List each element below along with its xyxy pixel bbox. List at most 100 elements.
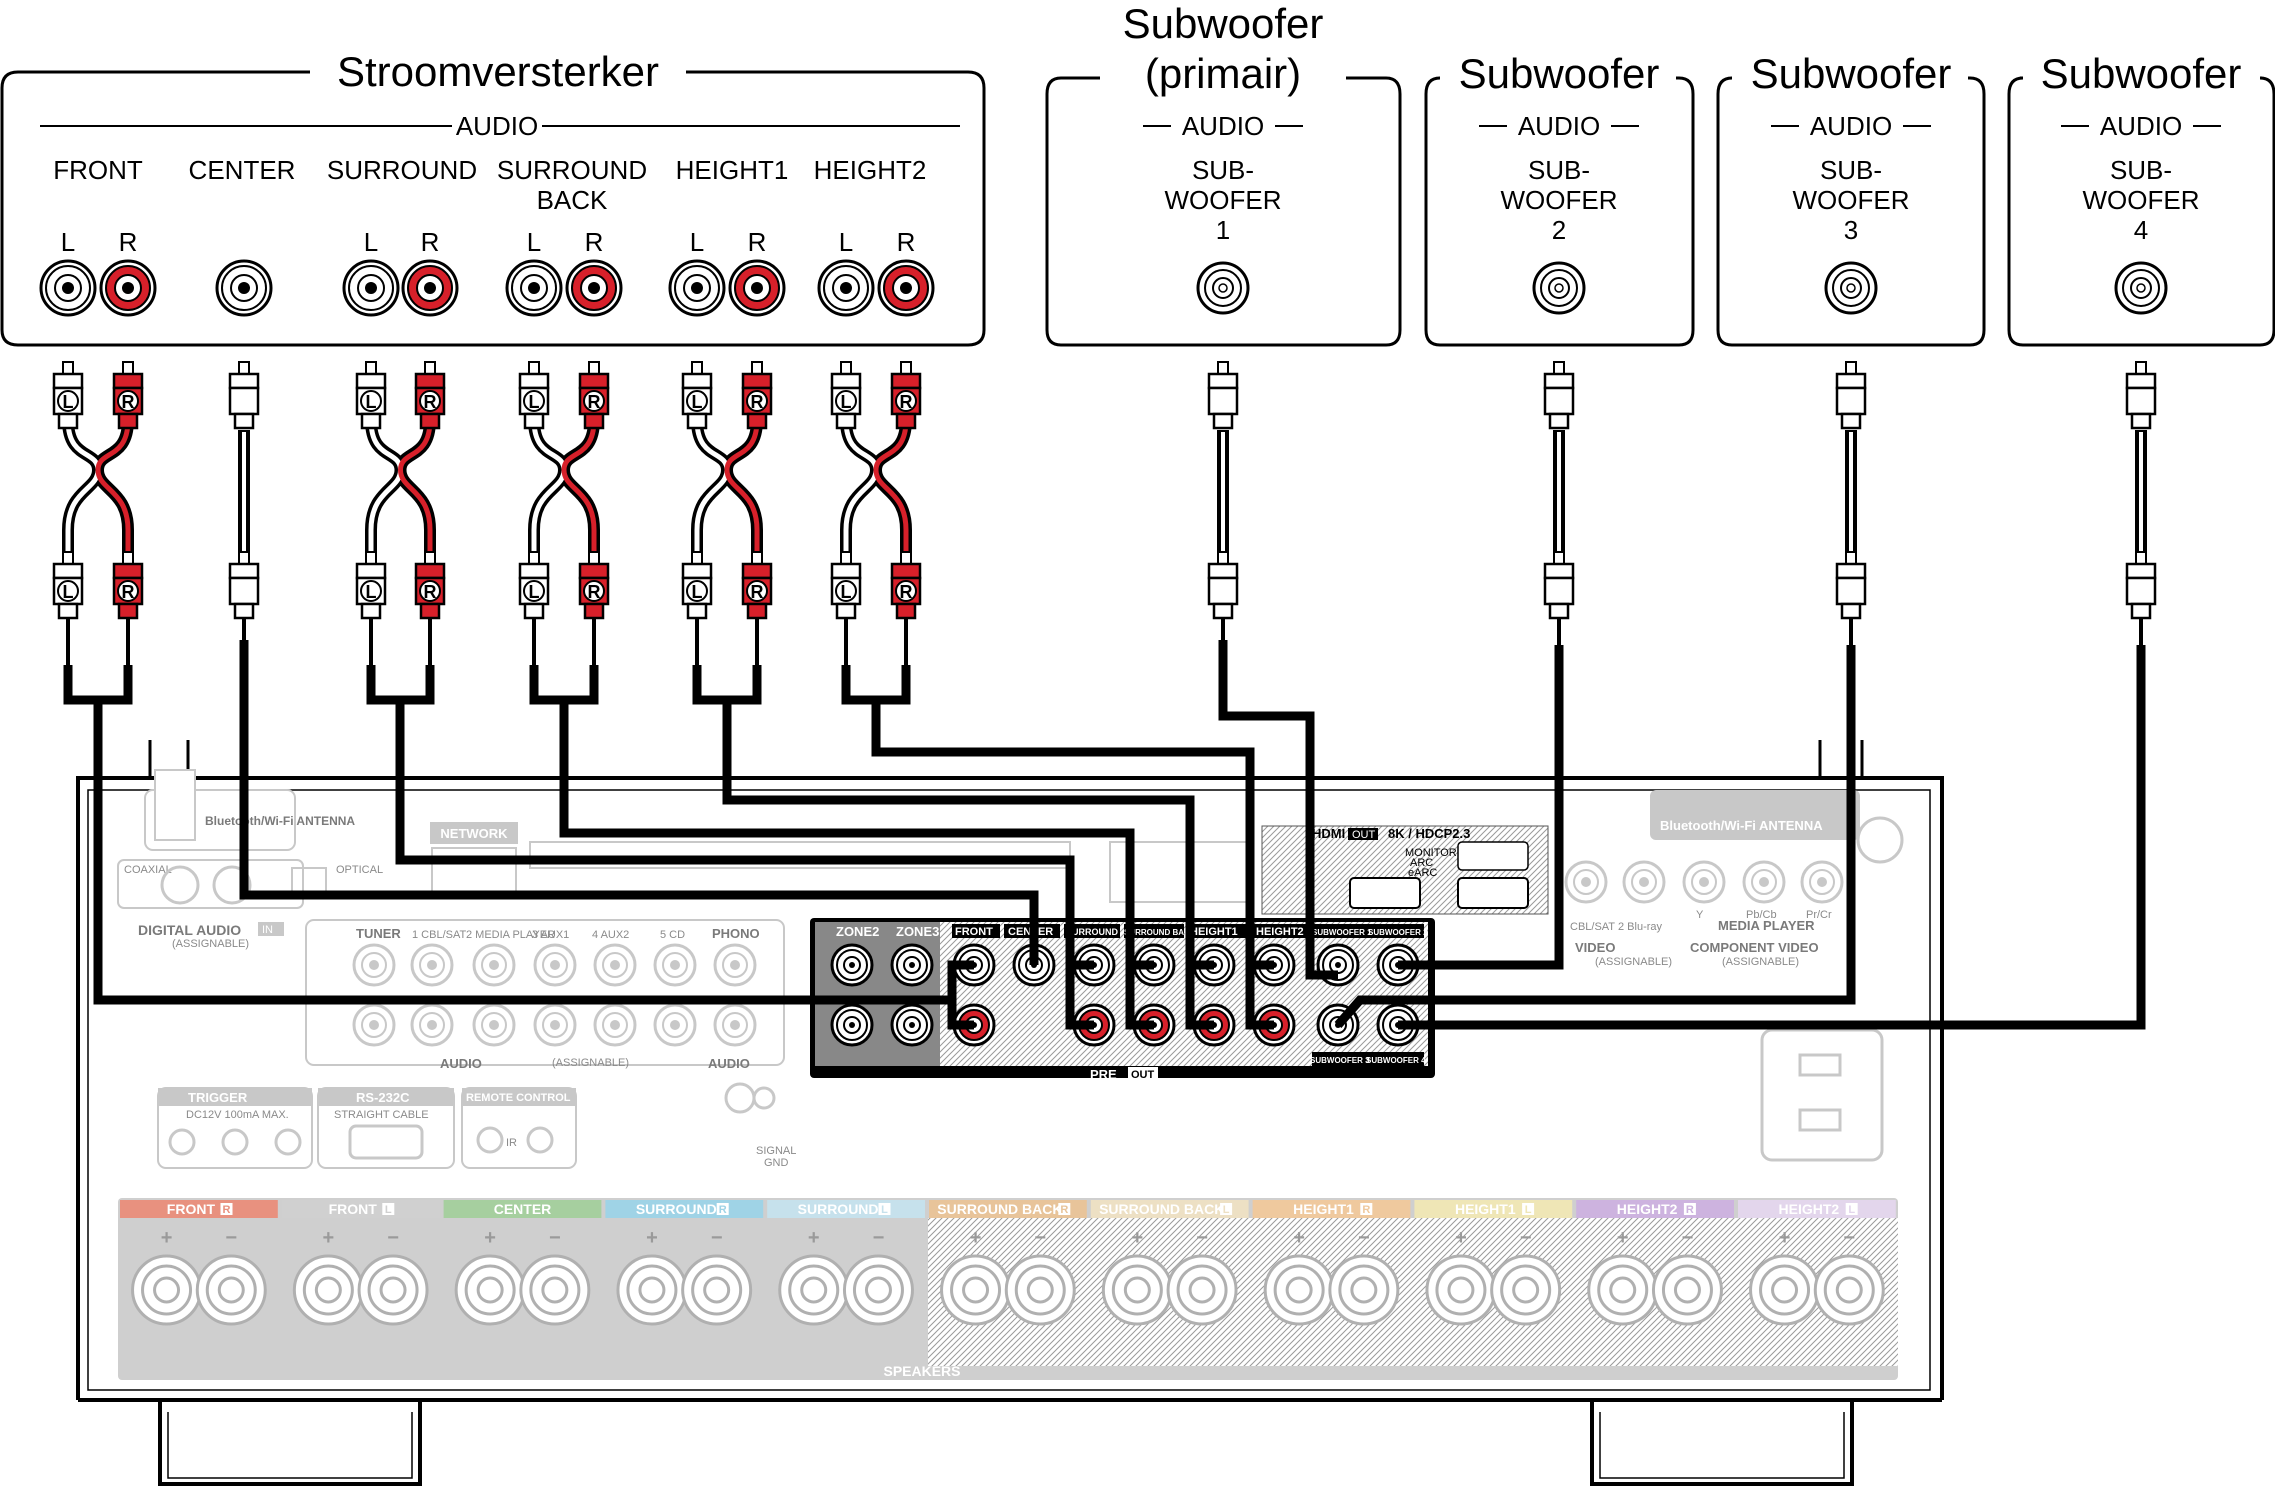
sub-cable-1-bot (1207, 551, 1239, 620)
center-cable-top (228, 361, 260, 430)
speaker-header-2 (443, 1200, 602, 1218)
speaker-header-label-7: HEIGHT1 (1293, 1201, 1354, 1217)
speaker-header-side-5: R (1060, 1204, 1068, 1216)
y-cable-4-bot-r-letter: R (900, 582, 913, 602)
speaker-sign-9-1: − (1682, 1227, 1694, 1249)
speaker-sign-0-1: − (225, 1227, 237, 1249)
subwoofer-title-4: Subwoofer (2041, 50, 2242, 97)
speaker-header-side-1: L (385, 1204, 392, 1216)
y-cable-3-top-l: L (681, 361, 713, 430)
y-cable-2-bot-l-letter: L (529, 582, 540, 602)
y-cable-0-top-l-letter: L (63, 392, 74, 412)
cable-5 (841, 665, 1274, 1030)
straight-cable-label: STRAIGHT CABLE (334, 1109, 429, 1121)
speaker-sign-6-1: − (1196, 1227, 1208, 1249)
speaker-header-6 (1090, 1200, 1249, 1218)
media-player-label: MEDIA PLAYER (1718, 918, 1815, 933)
monitor-label: MONITOR (1405, 847, 1457, 859)
analog-jack-top-3 (533, 943, 577, 987)
subwoofer-title-2: Subwoofer (1459, 50, 1660, 97)
y-cable-1-top-r-letter: R (424, 392, 437, 412)
speaker-sign-8-1: − (1520, 1227, 1532, 1249)
speaker-post-7-0 (1263, 1254, 1335, 1326)
analog-jack-bottom-1 (410, 1003, 454, 1047)
y-cable-2-top-r: R (578, 361, 610, 430)
video-jacks (1564, 860, 1844, 904)
video-jack-3 (1742, 860, 1786, 904)
amp-ch-height2: HEIGHT2 (814, 155, 927, 185)
network-label: NETWORK (440, 826, 508, 841)
tuner-label: TUNER (356, 926, 401, 941)
y-cable-1-bot-r: R (414, 551, 446, 620)
subwoofer-l1-2: SUB- (1528, 155, 1590, 185)
analog-in-4: 4 AUX2 (592, 929, 629, 941)
analog-jack-top-2 (472, 943, 516, 987)
audio-in-assignable: (ASSIGNABLE) (552, 1057, 629, 1069)
y-cable-0-top-r: R (112, 361, 144, 430)
speaker-sign-1-1: − (387, 1227, 399, 1249)
amp-jack-left-4 (817, 259, 875, 317)
speaker-post-8-0 (1425, 1254, 1497, 1326)
cable-1 (239, 640, 1039, 965)
y-cable-1-top-l-letter: L (366, 392, 377, 412)
amp-left-3: L (690, 227, 704, 257)
comp-pb: Pb/Cb (1746, 909, 1777, 921)
y-cable-0-top-l: L (52, 361, 84, 430)
subwoofer-num-4: 4 (2134, 215, 2148, 245)
pre-height2-label: HEIGHT2 (1256, 926, 1304, 938)
speaker-post-0-0 (131, 1254, 203, 1326)
speaker-sign-4-1: − (873, 1227, 885, 1249)
comp-y: Y (1696, 909, 1704, 921)
speaker-post-8-1 (1490, 1254, 1562, 1326)
amp-jacks (39, 259, 935, 317)
hdmi-label: HDMI (1312, 826, 1345, 841)
zone3-jack-r (890, 1003, 934, 1047)
analog-jack-bottom-3 (533, 1003, 577, 1047)
y-cable-1-bot-l-letter: L (366, 582, 377, 602)
video-jack-4 (1800, 860, 1844, 904)
sub-cable-2-top (1543, 361, 1575, 430)
speaker-post-0-1 (195, 1254, 267, 1326)
subwoofer-l2-3: WOOFER (1793, 185, 1910, 215)
speaker-posts: +−+−+−+−+−+−+−+−+−+−+− (131, 1227, 1885, 1326)
speaker-header-side-9: R (1686, 1204, 1694, 1216)
zone3-label: ZONE3 (896, 924, 939, 939)
amp-jack-center (215, 259, 273, 317)
cable-7 (1398, 645, 1564, 970)
speaker-post-6-1 (1166, 1254, 1238, 1326)
power-amplifier: Stroomversterker AUDIO FRONT CENTER SURR… (0, 48, 986, 347)
amp-ch-surround-back: SURROUND (497, 155, 647, 185)
y-cable-3-top-r-letter: R (751, 392, 764, 412)
subwoofer-jack-2 (1532, 261, 1586, 315)
zone3-jack-l (890, 943, 934, 987)
subwoofer-l1-1: SUB- (1192, 155, 1254, 185)
speaker-post-4-1 (842, 1254, 914, 1326)
video-jack-0 (1564, 860, 1608, 904)
pre-surround-back-label: SURROUND BACK (1124, 928, 1196, 937)
cable-9 (1398, 645, 2146, 1030)
analog-jack-top-0 (352, 943, 396, 987)
y-cable-3-bot-l: L (681, 551, 713, 620)
analog-jack-top-5 (653, 943, 697, 987)
subwoofer-l2-2: WOOFER (1501, 185, 1618, 215)
speaker-post-4-0 (778, 1254, 850, 1326)
y-cable-2-bot-r-letter: R (588, 582, 601, 602)
video-assignable: (ASSIGNABLE) (1595, 956, 1672, 968)
y-cable-4-top-l: L (830, 361, 862, 430)
hdmi-out-area: HDMI OUT 8K / HDCP2.3 MONITOR ARC eARC (1261, 825, 1549, 915)
speaker-post-9-1 (1651, 1254, 1723, 1326)
amp-ch-front: FRONT (53, 155, 143, 185)
speaker-sign-7-0: + (1293, 1227, 1305, 1249)
y-cable-1-bot-r-letter: R (424, 582, 437, 602)
analog-jack-bottom-6 (713, 1003, 757, 1047)
speaker-header-side-6: L (1223, 1204, 1230, 1216)
subwoofer-l2-1: WOOFER (1165, 185, 1282, 215)
amp-audio-label: AUDIO (456, 111, 538, 141)
zone2-jack-r (830, 1003, 874, 1047)
subwoofer-num-3: 3 (1844, 215, 1858, 245)
